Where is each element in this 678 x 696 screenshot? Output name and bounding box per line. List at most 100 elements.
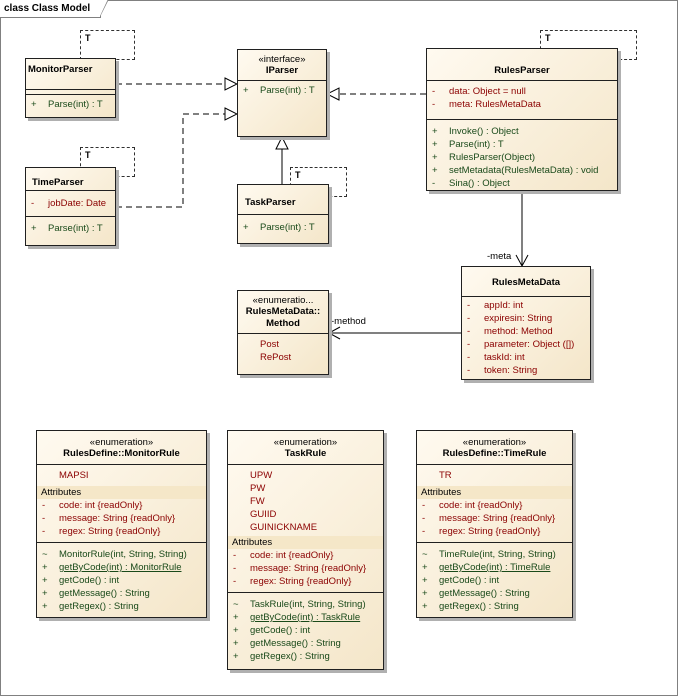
class-name: TaskRule	[284, 448, 327, 459]
attribute-row: -method: Method	[467, 326, 553, 337]
attribute-row: -data: Object = null	[432, 86, 526, 97]
attributes-subheader: Attributes	[228, 536, 383, 549]
attribute-row: -parameter: Object ([])	[467, 339, 575, 350]
enum-literal: MAPSI	[59, 470, 89, 481]
class-name: RulesDefine::TimeRule	[442, 448, 547, 459]
stereotype-label: «enumeratio...	[252, 295, 314, 306]
operation-row: +Parse(int) : T	[243, 85, 315, 96]
class-name: MonitorParser	[28, 64, 93, 75]
diagram-title: class Class Model	[0, 0, 110, 18]
attribute-row: -regex: String {readOnly}	[422, 526, 541, 537]
operation-section: ~TimeRule(int, String, String) +getByCod…	[417, 543, 572, 618]
operation-row: +getCode() : int	[422, 575, 500, 586]
class-header: «interface» IParser	[238, 50, 326, 81]
operation-row: +Invoke() : Object	[432, 126, 519, 137]
attribute-row: -code: int {readOnly}	[233, 550, 334, 561]
operation-row: +getCode() : int	[42, 575, 120, 586]
attributes-subheader: Attributes	[37, 486, 206, 499]
operation-row: +Parse(int) : T	[31, 99, 103, 110]
attribute-row: -regex: String {readOnly}	[42, 526, 161, 537]
class-header: «enumeratio... RulesMetaData:: Method	[238, 291, 328, 334]
stereotype-label: «interface»	[258, 54, 306, 65]
meta-role-label: -meta	[487, 251, 512, 262]
operation-row: +getMessage() : String	[42, 588, 150, 599]
stereotype-label: «enumeration»	[462, 437, 527, 448]
attribute-section: -jobDate: Date	[26, 191, 115, 217]
attribute-row: -code: int {readOnly}	[42, 500, 143, 511]
literal-section: MAPSI Attributes -code: int {readOnly} -…	[37, 465, 206, 543]
operation-row: +RulesParser(Object)	[432, 152, 536, 163]
operation-row: +getByCode(int) : MonitorRule	[42, 562, 182, 573]
attributes-subheader: Attributes	[417, 486, 572, 499]
operation-row: +getCode() : int	[233, 625, 311, 636]
operation-row: +getByCode(int) : TaskRule	[233, 612, 361, 623]
enum-task-rule[interactable]: «enumeration» TaskRule UPW PW FW GUIID G…	[227, 430, 384, 670]
enum-literal: Post	[260, 339, 280, 350]
attribute-row: -meta: RulesMetaData	[432, 99, 541, 110]
operation-row: +getMessage() : String	[233, 638, 341, 649]
attribute-section	[26, 90, 115, 95]
attribute-row: -jobDate: Date	[31, 198, 107, 209]
operation-row: +getByCode(int) : TimeRule	[422, 562, 551, 573]
class-monitor-parser[interactable]: MonitorParser +Parse(int) : T	[25, 58, 116, 118]
operation-row: +Parse(int) : T	[243, 222, 315, 233]
operation-section: +Parse(int) : T	[238, 81, 326, 100]
operation-row: +getRegex() : String	[233, 651, 330, 662]
operation-section: +Parse(int) : T	[238, 215, 328, 240]
attribute-row: -regex: String {readOnly}	[233, 576, 352, 587]
enum-literal: TR	[439, 470, 452, 481]
class-header: RulesMetaData	[462, 267, 590, 297]
class-header: «enumeration» TaskRule	[228, 431, 383, 465]
attribute-row: -message: String {readOnly}	[233, 563, 367, 574]
attribute-section: -data: Object = null -meta: RulesMetaDat…	[427, 81, 617, 120]
class-header: «enumeration» RulesDefine::MonitorRule	[37, 431, 206, 465]
operation-row: -Sina() : Object	[432, 178, 510, 189]
attribute-row: -appId: int	[467, 300, 524, 311]
class-header: TaskParser	[238, 185, 328, 215]
attribute-section: -appId: int -expiresin: String -method: …	[462, 297, 590, 379]
enum-literal: GUINICKNAME	[250, 522, 318, 533]
class-header: RulesParser	[427, 49, 617, 81]
class-rules-metadata[interactable]: RulesMetaData -appId: int -expiresin: St…	[461, 266, 591, 380]
attribute-row: -expiresin: String	[467, 313, 553, 324]
operation-row: +getRegex() : String	[42, 601, 139, 612]
operation-row: +getMessage() : String	[422, 588, 530, 599]
operation-row: +getRegex() : String	[422, 601, 519, 612]
class-name: RulesParser	[494, 65, 550, 76]
attribute-row: -code: int {readOnly}	[422, 500, 523, 511]
operation-row: +Parse(int) : T	[432, 139, 504, 150]
class-header: TimeParser	[26, 168, 115, 191]
enum-monitor-rule[interactable]: «enumeration» RulesDefine::MonitorRule M…	[36, 430, 207, 618]
operation-section: +Invoke() : Object +Parse(int) : T +Rule…	[427, 120, 617, 195]
literal-section: Post RePost	[238, 334, 328, 368]
class-rules-parser[interactable]: RulesParser -data: Object = null -meta: …	[426, 48, 618, 191]
class-task-parser[interactable]: TaskParser +Parse(int) : T	[237, 184, 329, 244]
literal-section: TR Attributes -code: int {readOnly} -mes…	[417, 465, 572, 543]
attribute-row: -message: String {readOnly}	[42, 513, 176, 524]
enum-literal: PW	[250, 483, 266, 494]
operation-row: +setMetadata(RulesMetaData) : void	[432, 165, 599, 176]
class-header: MonitorParser	[26, 59, 115, 90]
stereotype-label: «enumeration»	[273, 437, 338, 448]
enum-time-rule[interactable]: «enumeration» RulesDefine::TimeRule TR A…	[416, 430, 573, 618]
stereotype-label: «enumeration»	[89, 437, 154, 448]
class-name: IParser	[265, 65, 299, 76]
enum-literal: UPW	[250, 470, 273, 481]
operation-row: +Parse(int) : T	[31, 223, 103, 234]
class-name: RulesMetaData	[491, 277, 561, 288]
class-time-parser[interactable]: TimeParser -jobDate: Date +Parse(int) : …	[25, 167, 116, 246]
method-role-label: -method	[331, 316, 366, 327]
class-header: «enumeration» RulesDefine::TimeRule	[417, 431, 572, 465]
template-param-box: T	[80, 30, 135, 60]
operation-row: ~TaskRule(int, String, String)	[233, 599, 366, 610]
literal-section: UPW PW FW GUIID GUINICKNAME Attributes -…	[228, 465, 383, 593]
operation-section: +Parse(int) : T	[26, 95, 115, 114]
operation-row: ~TimeRule(int, String, String)	[422, 549, 556, 560]
interface-iparser[interactable]: «interface» IParser +Parse(int) : T	[237, 49, 327, 137]
enum-literal: GUIID	[250, 509, 277, 520]
operation-section: ~TaskRule(int, String, String) +getByCod…	[228, 593, 383, 668]
enum-method[interactable]: «enumeratio... RulesMetaData:: Method Po…	[237, 290, 329, 375]
operation-section: +Parse(int) : T	[26, 217, 115, 240]
time-realization-line	[116, 114, 237, 208]
